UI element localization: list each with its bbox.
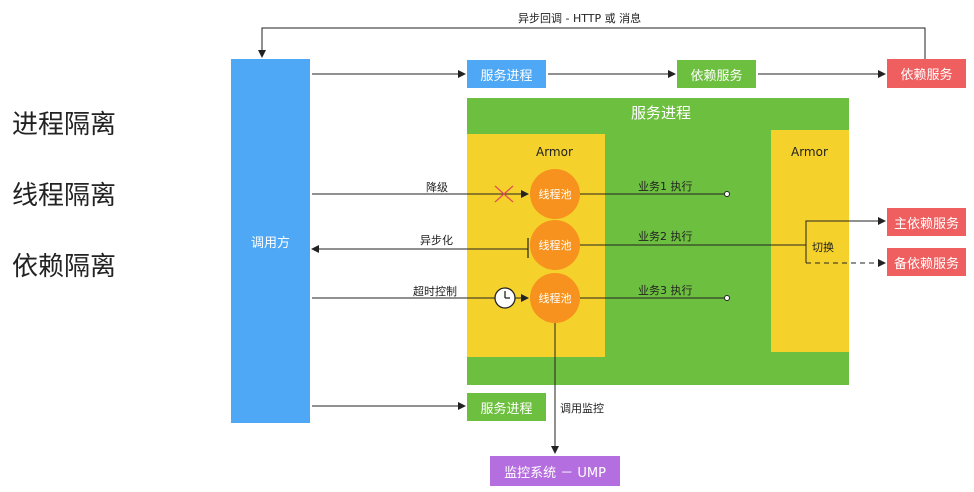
backup-dependency-label: 备依赖服务 <box>893 256 959 272</box>
top-dependency-label-2: 依赖服务 <box>900 68 953 83</box>
main-service-process-title: 服务进程 <box>631 104 692 122</box>
clock-icon <box>494 287 516 309</box>
thread-pool-label-1: 线程池 <box>538 188 572 201</box>
label-dependency-isolation: 依赖隔离 <box>12 252 117 282</box>
top-dependency-box-1: 依赖服务 <box>677 60 756 88</box>
main-dependency-box: 主依赖服务 <box>887 208 966 236</box>
label-process-isolation: 进程隔离 <box>12 110 117 140</box>
edge-label-degrade: 降级 <box>426 181 448 194</box>
callback-label: 异步回调 - HTTP 或 消息 <box>518 12 642 25</box>
edge-label-timeout: 超时控制 <box>413 285 457 298</box>
edge-label-async: 异步化 <box>420 234 453 247</box>
top-dependency-label-1: 依赖服务 <box>690 68 743 84</box>
business-label-2: 业务2 执行 <box>638 230 693 243</box>
monitor-label: 调用监控 <box>560 402 604 415</box>
caller-box: 调用方 <box>231 59 310 423</box>
armor-left-label: Armor <box>536 145 573 159</box>
thread-pool-label-2: 线程池 <box>538 239 572 252</box>
bottom-service-process-label: 服务进程 <box>480 401 533 417</box>
label-thread-isolation: 线程隔离 <box>12 181 117 211</box>
business-label-3: 业务3 执行 <box>638 284 693 297</box>
armor-right-label: Armor <box>791 145 828 159</box>
business-label-1: 业务1 执行 <box>638 180 693 193</box>
main-dependency-label: 主依赖服务 <box>893 216 959 232</box>
bottom-service-process-box: 服务进程 <box>467 393 546 421</box>
switch-label: 切换 <box>812 241 834 254</box>
top-service-process-label: 服务进程 <box>480 68 533 84</box>
thread-pool-label-3: 线程池 <box>538 292 572 305</box>
top-dependency-box-2: 依赖服务 <box>887 59 966 88</box>
thread-pool-3: 线程池 <box>530 273 580 323</box>
ump-monitor-label: 监控系统 － UMP <box>504 465 606 481</box>
top-service-process-box: 服务进程 <box>467 60 546 88</box>
caller-label: 调用方 <box>250 235 290 251</box>
thread-pool-2: 线程池 <box>530 220 580 270</box>
thread-pool-1: 线程池 <box>530 169 580 219</box>
ump-monitor-box: 监控系统 － UMP <box>490 456 620 486</box>
armor-right-panel <box>771 130 849 352</box>
backup-dependency-box: 备依赖服务 <box>887 248 966 276</box>
